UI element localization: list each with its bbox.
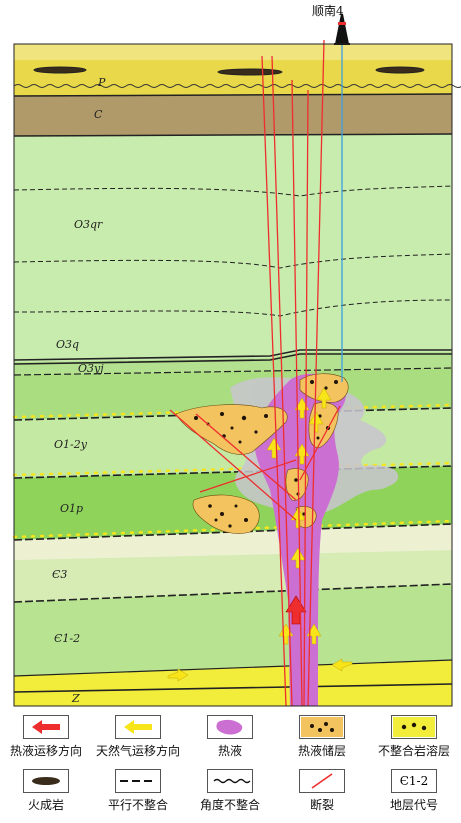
well-name: 顺南4 [312, 4, 344, 18]
igneous-rock-icon [32, 777, 60, 785]
stratum-label-o1-2y: O1-2y [54, 438, 87, 451]
angular-unconformity-lines [13, 84, 461, 88]
hydrothermal-migration-arrow [285, 595, 307, 625]
stratum-label-z: Z [72, 692, 80, 705]
section-frame [13, 43, 453, 707]
geologic-cross-section [12, 13, 461, 707]
red-arrow-icon [32, 720, 60, 734]
legend-item-karst-layer: 不整合岩溶层 [368, 715, 460, 759]
stratum-label-c: C [94, 108, 103, 121]
legend-item-fault: 断裂 [276, 769, 368, 813]
legend-item-parallel-unconformity: 平行不整合 [92, 769, 184, 813]
layer-carboniferous [14, 94, 452, 136]
legend-item-igneous: 火成岩 [0, 769, 92, 813]
fault-icon [311, 773, 333, 789]
karst-layer-icon [393, 717, 435, 737]
stratum-label-o1p: O1p [60, 502, 84, 515]
legend-item-hydrothermal: 热液 [184, 715, 276, 759]
boundary-lines [13, 93, 453, 693]
legend: 热液运移方向 天然气运移方向 热液 热液储层 不整合岩溶层 火成岩 平行不整合 … [0, 707, 461, 823]
layer-permian-top-band [14, 44, 452, 60]
stratum-label-cambrian-1-2: Є1-2 [54, 632, 81, 645]
stratum-label-p: P [98, 76, 106, 89]
layer-cambrian-lower-middle [14, 584, 452, 676]
hydrothermal-reservoir-icon [301, 717, 343, 737]
strata-layers [14, 44, 452, 706]
layer-o3qr [14, 134, 452, 362]
stratum-code-icon: Є1-2 [399, 774, 429, 788]
faults [169, 39, 341, 707]
igneous-lenses [33, 66, 425, 76]
stratum-label-o3yj: O3yj [78, 362, 104, 375]
legend-item-stratum-code: Є1-2 地层代号 [368, 769, 460, 813]
legend-item-angular-unconformity: 角度不整合 [184, 769, 276, 813]
legend-item-hydrothermal-reservoir: 热液储层 [276, 715, 368, 759]
gas-migration-arrows [167, 387, 353, 682]
angular-unconformity-icon [213, 778, 251, 784]
layer-pale-band [14, 524, 452, 560]
legend-item-gas-direction: 天然气运移方向 [92, 715, 184, 759]
stratum-label-cambrian-3: Є3 [52, 568, 68, 581]
layer-sinian [14, 684, 452, 706]
yellow-arrow-icon [124, 720, 152, 734]
layer-cambrian-upper [14, 550, 452, 602]
purple-blob-icon [216, 719, 243, 735]
legend-item-hydrothermal-direction: 热液运移方向 [0, 715, 92, 759]
stratum-label-o3q: O3q [56, 338, 80, 351]
stratum-label-o3qr: O3qr [74, 218, 103, 231]
